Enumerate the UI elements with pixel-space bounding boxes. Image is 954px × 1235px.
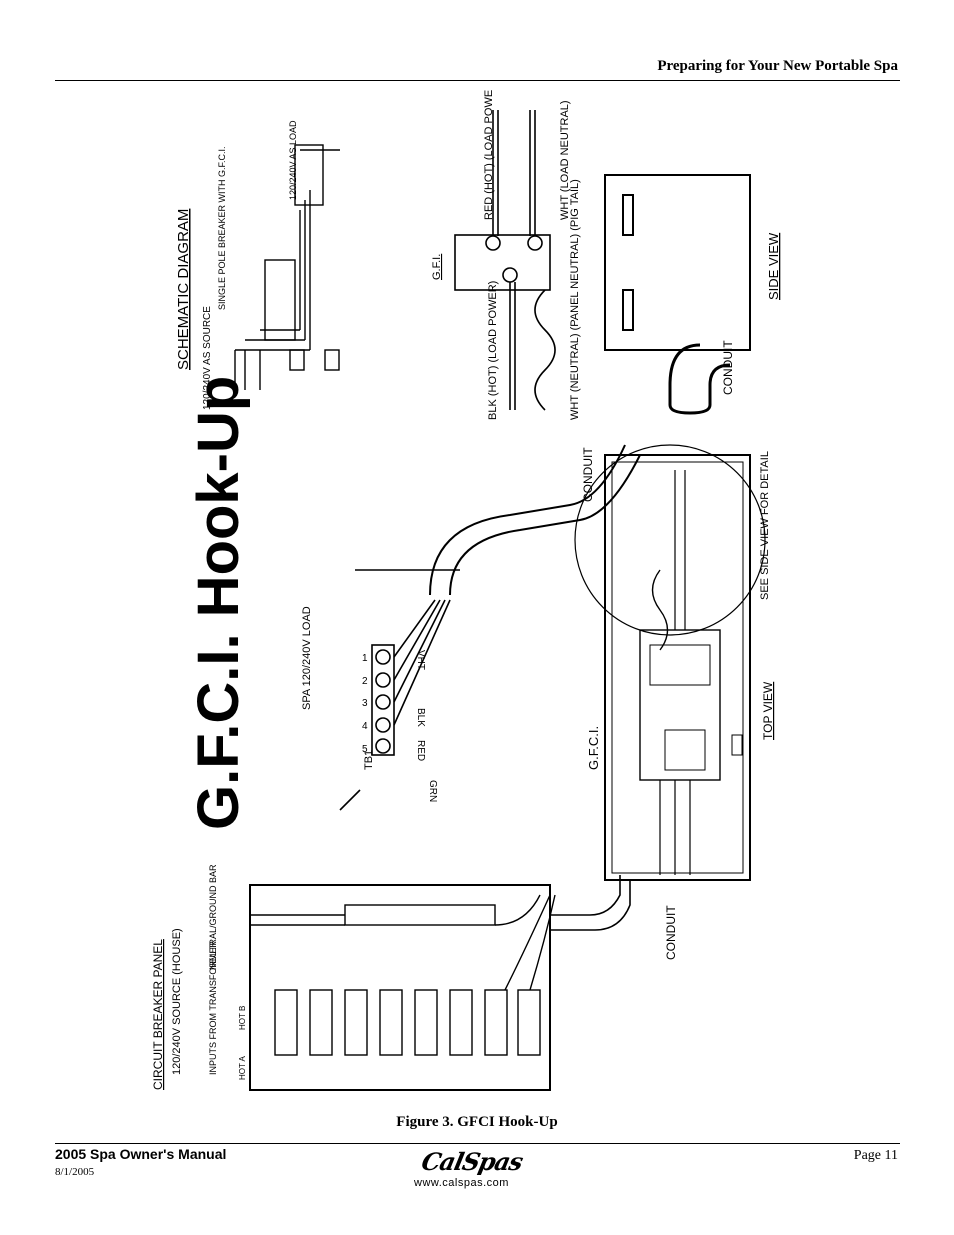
source-label: 120/240V AS SOURCE	[202, 306, 213, 410]
footer-manual-title: 2005 Spa Owner's Manual	[55, 1146, 227, 1162]
top-view-label: TOP VIEW	[761, 681, 775, 740]
gfci-diagram-svg: G.F.C.I. Hook-Up SCHEMATIC DIAGRAM 120/2…	[151, 90, 781, 1091]
diagram-main-title: G.F.C.I. Hook-Up	[186, 376, 251, 830]
terminal-4: 4	[362, 721, 368, 732]
calspas-url: www.calspas.com	[414, 1177, 509, 1189]
single-pole-label: SINGLE POLE BREAKER WITH G.F.C.I.	[217, 146, 227, 310]
terminal-5: 5	[362, 744, 368, 755]
spa-load-label: SPA 120/240V LOAD	[301, 606, 313, 710]
neutral-ground-bar-label: NEUTRAL/GROUND BAR	[208, 864, 218, 970]
source-house-label: 120/240V SOURCE (HOUSE)	[171, 928, 183, 1075]
hot-b-label: HOT B	[238, 1006, 247, 1030]
wht-neutral-label: WHT (LOAD NEUTRAL)	[559, 100, 571, 220]
side-view-label: SIDE VIEW	[766, 232, 781, 300]
terminal-2: 2	[362, 676, 368, 687]
gfci-label: G.F.C.I.	[586, 726, 601, 770]
as-load-label: 120/240V AS LOAD	[288, 120, 298, 200]
footer-rule	[55, 1143, 900, 1144]
side-view-conduit-label: CONDUIT	[721, 340, 735, 395]
gfci-hookup-figure: G.F.C.I. Hook-Up SCHEMATIC DIAGRAM 120/2…	[100, 90, 860, 1110]
terminal-3: 3	[362, 698, 368, 709]
calspas-logo: CalSpas www.calspas.com	[410, 1147, 530, 1193]
terminal-block	[339, 569, 460, 811]
hot-a-label: HOT A	[238, 1055, 247, 1080]
figure-caption: Figure 3. GFCI Hook-Up	[396, 1114, 558, 1130]
wht-panel-neutral-label: WHT (NEUTRAL) (PANEL NEUTRAL) (PIG TAIL)	[569, 179, 581, 420]
see-side-view-label: SEE SIDE VIEW FOR DETAIL	[759, 451, 771, 600]
inputs-transformer-label: INPUTS FROM TRANSFORMER	[208, 941, 218, 1075]
terminal-numbers: 5 4 3 2 1	[362, 653, 368, 755]
footer-page-number: Page 11	[853, 1148, 898, 1163]
blk-hot-label: BLK (HOT) (LOAD POWER)	[487, 281, 499, 420]
footer-date: 8/1/2005	[55, 1166, 95, 1178]
conduit-pipe	[429, 444, 641, 596]
circuit-breaker-panel-label: CIRCUIT BREAKER PANEL	[151, 939, 165, 1090]
terminal-1: 1	[362, 653, 368, 664]
circuit-breaker-panel	[249, 875, 631, 1091]
header-rule	[55, 80, 900, 81]
wire-blk-label: BLK	[415, 708, 426, 727]
schematic-diagram-label: SCHEMATIC DIAGRAM	[175, 209, 192, 370]
wire-grn-label: GRN	[427, 780, 438, 802]
wire-vht-label: VHT	[415, 650, 426, 670]
wire-color-labels: GRN RED BLK VHT	[415, 650, 438, 802]
wire-red-label: RED	[415, 740, 426, 761]
side-view-box	[604, 174, 751, 415]
bottom-conduit-label: CONDUIT	[664, 905, 678, 960]
gfci-top-view-box	[574, 444, 766, 881]
top-conduit-label: CONDUIT	[581, 447, 595, 502]
red-hot-label: RED (HOT) (LOAD POWER)	[483, 90, 495, 220]
gfi-label: G.F.I.	[431, 254, 443, 280]
schematic-wiring	[234, 144, 340, 390]
gfi-detail	[454, 110, 556, 411]
calspas-logo-mark: CalSpas	[418, 1147, 526, 1176]
page-header-title: Preparing for Your New Portable Spa	[657, 58, 898, 74]
